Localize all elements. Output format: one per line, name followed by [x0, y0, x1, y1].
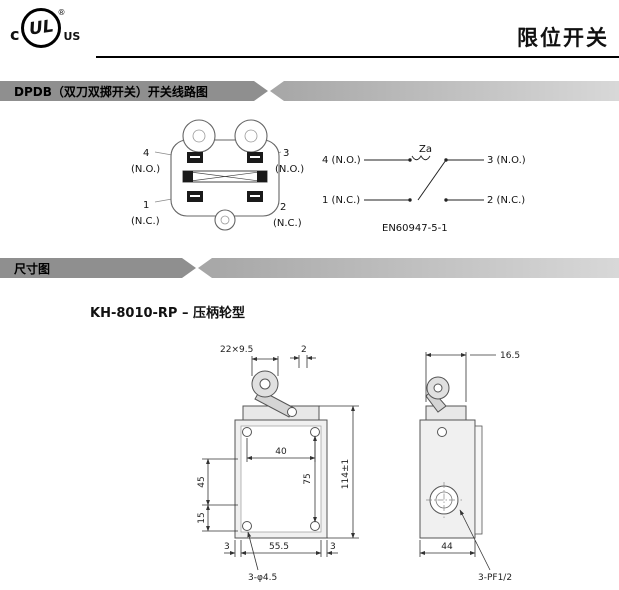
model-heading: KH-8010-RP – 压柄轮型	[90, 306, 246, 321]
section-banner-wiring: DPDB（双刀双掷开关）开关线路图	[0, 81, 619, 101]
dim-lever-offset: 2	[301, 345, 307, 355]
dim-hole-pitch-h: 40	[275, 447, 287, 457]
banner-dark-segment: 尺寸图	[0, 258, 196, 278]
dim-total-height: 114±1	[341, 459, 351, 489]
schematic-terminal-2: 2 (N.C.)	[487, 195, 525, 206]
dim-lower: 15	[197, 512, 207, 523]
section-banner-dimensions: 尺寸图	[0, 258, 619, 278]
dimension-drawing: 22×9.5 2 114±1 75 40 45 15 3 55.5 3 3-φ4…	[197, 345, 520, 583]
terminal-1-type: (N.C.)	[131, 216, 160, 227]
ul-logo-us: US	[63, 30, 81, 43]
dim-bottom-center: 55.5	[269, 542, 289, 552]
dimension-labels: 22×9.5 2 114±1 75 40 45 15 3 55.5 3 3-φ4…	[197, 345, 520, 583]
schematic-labels: 4 (N.O.) 3 (N.O.) 1 (N.C.) 2 (N.C.) Za E…	[322, 144, 526, 234]
schematic-za-label: Za	[419, 144, 432, 155]
ul-certification-logo: c UL ® US	[10, 8, 80, 48]
ul-logo-circle: UL ®	[21, 8, 65, 48]
banner-dark-segment: DPDB（双刀双掷开关）开关线路图	[0, 81, 268, 101]
terminal-2-type: (N.C.)	[273, 218, 302, 229]
dim-roller-size: 22×9.5	[220, 345, 253, 355]
dim-bottom-left: 3	[224, 542, 230, 552]
terminal-4-number: 4	[143, 148, 149, 159]
circuit-schematic: 4 (N.O.) 3 (N.O.) 1 (N.C.) 2 (N.C.) Za E…	[322, 144, 526, 234]
terminal-3-type: (N.O.)	[275, 164, 304, 175]
schematic-contact-dots	[408, 158, 448, 202]
terminal-labels: 4 (N.O.) 3 (N.O.) 1 (N.C.) 2 (N.C.)	[131, 148, 304, 229]
schematic-terminal-1: 1 (N.C.)	[322, 195, 360, 206]
schematic-terminal-4: 4 (N.O.)	[322, 155, 361, 166]
front-view	[234, 370, 328, 539]
terminal-3-number: 3	[283, 148, 289, 159]
dim-hole-pitch-v: 75	[303, 473, 313, 484]
schematic-lines	[364, 155, 484, 201]
banner-light-segment	[270, 81, 619, 101]
schematic-terminal-3: 3 (N.O.)	[487, 155, 526, 166]
banner-light-segment	[198, 258, 619, 278]
dim-upper: 45	[197, 476, 207, 487]
dim-mount-holes: 3-φ4.5	[248, 573, 277, 583]
side-view-dimension-lines	[419, 352, 496, 571]
terminal-contacts	[187, 152, 263, 202]
dim-head-depth: 16.5	[500, 351, 520, 361]
registered-trademark-icon: ®	[57, 8, 66, 17]
dimensions-section-title: 尺寸图	[14, 261, 51, 276]
terminal-4-type: (N.O.)	[131, 164, 160, 175]
front-view-dimension-lines	[202, 355, 359, 571]
switch-base-drawing: 4 (N.O.) 3 (N.O.) 1 (N.C.) 2 (N.C.)	[131, 119, 304, 231]
side-view	[419, 376, 483, 539]
wiring-section-title: DPDB（双刀双掷开关）开关线路图	[14, 84, 208, 99]
dim-body-depth: 44	[441, 542, 453, 552]
ul-logo-mark: UL	[27, 16, 56, 40]
schematic-standard: EN60947-5-1	[382, 223, 448, 234]
terminal-1-number: 1	[143, 200, 149, 211]
center-contact-bar	[182, 170, 268, 183]
dim-bottom-right: 3	[330, 542, 336, 552]
dim-conduit: 3-PF1/2	[478, 573, 512, 583]
ul-logo-c: c	[10, 25, 20, 44]
terminal-2-number: 2	[280, 202, 286, 213]
header-rule	[96, 56, 619, 58]
page-title: 限位开关	[517, 26, 609, 50]
